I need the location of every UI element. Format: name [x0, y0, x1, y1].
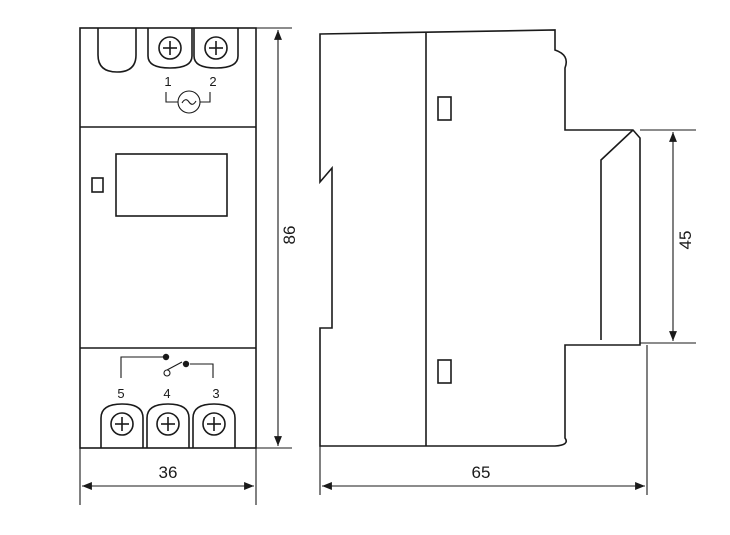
screw-icon	[110, 412, 134, 436]
depth-dimension	[319, 345, 648, 495]
terminal-label-4: 4	[163, 386, 170, 401]
terminal-label-5: 5	[117, 386, 124, 401]
rail-height-dimension-label: 45	[676, 231, 695, 250]
side-slot-bottom	[437, 359, 452, 384]
screw-icon	[204, 36, 228, 60]
terminal-label-1: 1	[164, 74, 171, 89]
depth-dimension-label: 65	[472, 463, 491, 482]
bottom-terminal-4	[146, 403, 190, 448]
side-slot-top	[437, 96, 452, 121]
side-housing-outline	[319, 29, 641, 447]
top-terminal-2	[193, 28, 239, 69]
indicator-led	[91, 177, 104, 193]
top-cavity	[97, 28, 137, 73]
ac-power-symbol-icon	[165, 90, 211, 114]
screw-icon	[156, 412, 180, 436]
width-dimension	[79, 448, 257, 505]
front-view: 1 2 5 4 3	[79, 27, 257, 449]
bottom-terminal-3	[192, 403, 236, 448]
screw-icon	[158, 36, 182, 60]
side-view	[319, 29, 641, 447]
front-housing-outline	[79, 27, 257, 449]
terminal-label-2: 2	[209, 74, 216, 89]
display-window	[115, 153, 228, 217]
height-dimension-label: 86	[280, 226, 299, 245]
top-terminal-1	[147, 28, 193, 69]
din-rail-clip	[600, 129, 634, 340]
terminal-label-3: 3	[212, 386, 219, 401]
rail-height-dimension	[640, 129, 696, 344]
bottom-terminal-5	[100, 403, 144, 448]
screw-icon	[202, 412, 226, 436]
height-dimension	[256, 27, 292, 449]
relay-contact-symbol-icon	[120, 353, 214, 378]
width-dimension-label: 36	[159, 463, 178, 482]
